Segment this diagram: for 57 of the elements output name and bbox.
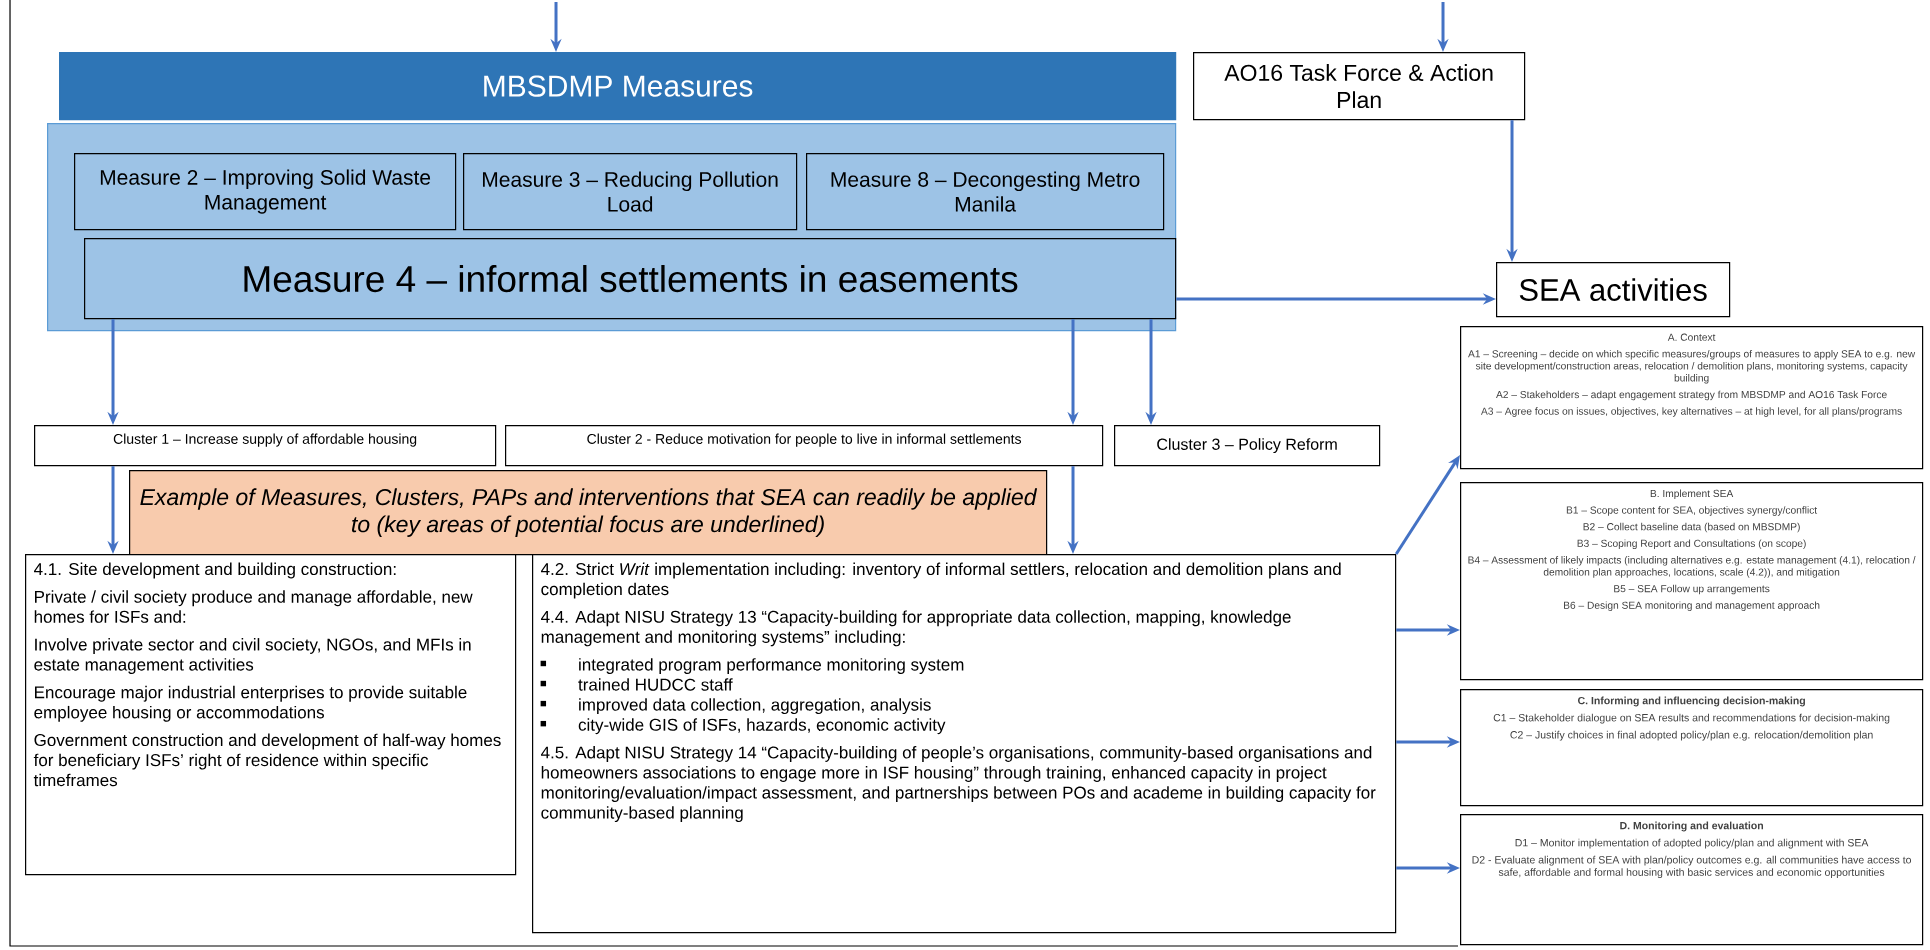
header-bar bbox=[59, 52, 1177, 121]
cluster-box bbox=[1114, 425, 1381, 467]
measure-box bbox=[84, 238, 1177, 320]
text-box bbox=[532, 554, 1397, 934]
step-box bbox=[1460, 814, 1924, 946]
measure-box bbox=[463, 153, 798, 231]
box-label: MBSDMP Measures bbox=[484, 75, 753, 97]
step-text: C1 – Stakeholder dialogue on SEA results and recommendations for decision-making bbox=[1493, 713, 1890, 724]
heading: A. Context bbox=[1667, 333, 1716, 341]
box-label: Cluster 3 – Policy Reform bbox=[1157, 438, 1337, 454]
paragraph: 4.5. Adapt NISU Strategy 14 “Capacity-building of people’s organisations, community-based organisations and homeowners associations to engage more in ISF housing” through training, enhanced capacity in project monitoring/evaluation/impact assessment, and partnerships between POs and academe in building capacity for community-based planning bbox=[541, 746, 1376, 823]
box-label: Measure 3 – Reducing Pollution Load bbox=[483, 171, 778, 212]
step-text: C2 – Justify choices in final adopted policy/plan e.g. relocation/demolition plan bbox=[1510, 730, 1873, 741]
box-label: Measure 4 – informal settlements in easements bbox=[244, 265, 1018, 293]
step-text: B2 – Collect baseline data (based on MBSDMP) bbox=[1583, 522, 1800, 533]
step-text: B4 – Assessment of likely impacts (including alternatives e.g. estate management (4.1), relocation / demolition plan approaches, locations, scale (4.2)), and mitigation bbox=[1468, 556, 1916, 578]
list-item: integrated program performance monitoring system bbox=[579, 658, 964, 674]
box-label: Measure 2 – Improving Solid Waste Management bbox=[100, 169, 431, 214]
paragraph: 4.2. Strict Writ implementation including: inventory of informal settlers, relocation and demolition plans and completion dates bbox=[541, 562, 1341, 599]
step-text: A1 – Screening – decide on which specific measures/groups of measures to apply SEA to e.g. new site development/construction areas, relocation / demolition plans, monitoring systems, capacity building bbox=[1468, 349, 1916, 384]
box-label: Cluster 1 – Increase supply of affordable housing bbox=[113, 433, 417, 447]
step-box bbox=[1460, 689, 1924, 807]
text-box bbox=[25, 554, 517, 876]
note-banner bbox=[129, 470, 1048, 556]
paragraph: Private / civil society produce and manage affordable, new homes for ISFs and: bbox=[34, 590, 473, 623]
banner-text: Example of Measures, Clusters, PAPs and interventions that SEA can readily be applied to (key areas of potential focus are underlined) bbox=[140, 488, 1038, 537]
measure-box bbox=[806, 153, 1165, 231]
heading: C. Informing and influencing decision-making bbox=[1578, 696, 1805, 707]
paragraph: 4.1. Site development and building construction: bbox=[34, 562, 396, 579]
process-box bbox=[1496, 262, 1731, 318]
step-text: A2 – Stakeholders – adapt engagement strategy from MBSDMP and AO16 Task Force bbox=[1496, 390, 1887, 401]
process-box bbox=[1193, 52, 1526, 121]
list-item: improved data collection, aggregation, analysis bbox=[579, 698, 931, 715]
box-label: Measure 8 – Decongesting Metro Manila bbox=[831, 171, 1140, 212]
paragraph: 4.4. Adapt NISU Strategy 13 “Capacity-building for appropriate data collection, mapping, knowledge management and monitoring systems” including: bbox=[541, 610, 1291, 647]
step-text: B3 – Scoping Report and Consultations (on scope) bbox=[1577, 539, 1806, 549]
step-text: B1 – Scope content for SEA, objectives synergy/conflict bbox=[1566, 506, 1818, 516]
box-label: AO16 Task Force & Action Plan bbox=[1224, 64, 1493, 109]
box-label: Cluster 2 - Reduce motivation for people to live in informal settlements bbox=[587, 433, 1022, 447]
step-text: D2 - Evaluate alignment of SEA with plan/policy outcomes e.g. all communities have access to safe, affordable and formal housing with basic services and economic opportunities bbox=[1472, 855, 1912, 878]
paragraph: Encourage major industrial enterprises to provide suitable employee housing or accommodations bbox=[34, 685, 467, 722]
list-item: city-wide GIS of ISFs, hazards, economic activity bbox=[578, 718, 946, 735]
paragraph: Government construction and development of half-way homes for beneficiary ISFs’ right of residence within specific timeframes bbox=[33, 733, 501, 787]
step-box bbox=[1460, 326, 1924, 470]
cluster-box bbox=[34, 425, 497, 467]
step-text: B6 – Design SEA monitoring and management approach bbox=[1564, 601, 1820, 611]
step-text: D1 – Monitor implementation of adopted policy/plan and alignment with SEA bbox=[1515, 838, 1869, 849]
heading: D. Monitoring and evaluation bbox=[1620, 821, 1763, 832]
cluster-box bbox=[505, 425, 1104, 467]
box-label: SEA activities bbox=[1519, 278, 1707, 301]
step-box bbox=[1460, 482, 1924, 681]
heading: B. Implement SEA bbox=[1650, 489, 1734, 500]
paragraph: Involve private sector and civil society, NGOs, and MFIs in estate management activities bbox=[34, 638, 471, 674]
step-text: A3 – Agree focus on issues, objectives, key alternatives – at high level, for all plans/programs bbox=[1481, 407, 1902, 417]
list-item: trained HUDCC staff bbox=[578, 678, 733, 691]
step-text: B5 – SEA Follow up arrangements bbox=[1614, 584, 1770, 595]
measure-box bbox=[74, 153, 457, 231]
